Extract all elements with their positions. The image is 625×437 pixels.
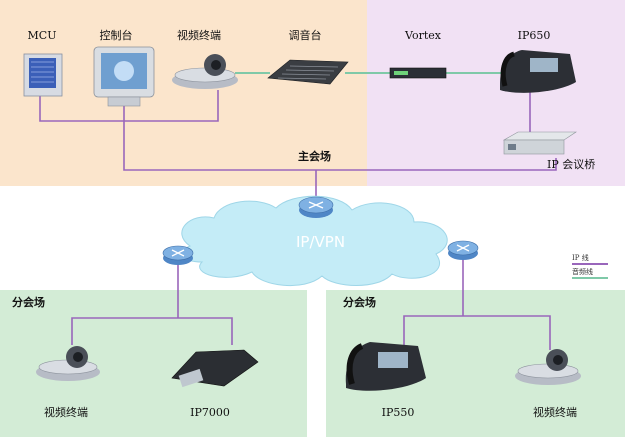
legend-audio-line-label: 音频线: [572, 268, 593, 276]
cloud-label: IP/VPN: [296, 233, 346, 251]
video-terminal-branch-right-label: 视频终端: [533, 406, 577, 419]
branch-left-title: 分会场: [12, 296, 45, 309]
router-left-icon: [162, 245, 194, 265]
ip-bridge-label: IP 会议桥: [547, 158, 596, 171]
console-monitor-icon: [93, 46, 155, 107]
mcu-label: MCU: [27, 29, 57, 42]
ip-lines-branch: [71, 258, 551, 350]
mcu-icon: [23, 53, 63, 97]
video-terminal-main-icon: [172, 54, 238, 89]
ip550-label: IP550: [381, 406, 415, 419]
legend-ip-line-label: IP 线: [572, 254, 589, 262]
router-right-icon: [447, 240, 479, 260]
ip-lines-main: [39, 90, 557, 200]
legend: IP 线 音频线: [572, 254, 608, 282]
branch-right-title: 分会场: [343, 296, 376, 309]
console-label: 控制台: [99, 29, 133, 42]
main-venue-title: 主会场: [298, 150, 331, 163]
video-terminal-main-label: 视频终端: [177, 29, 221, 42]
video-terminal-branch-left-label: 视频终端: [44, 406, 88, 419]
ip-bridge-icon: [502, 131, 577, 155]
mixer-icon: [267, 59, 349, 85]
router-main-icon: [298, 196, 334, 218]
vortex-label: Vortex: [405, 29, 441, 42]
ip7000-label: IP7000: [190, 406, 230, 419]
ip650-label: IP650: [517, 29, 551, 42]
ip550-phone-icon: [345, 342, 426, 391]
ip-vpn-cloud: [181, 195, 448, 287]
video-terminal-branch-right-icon: [515, 349, 581, 385]
video-terminal-branch-left-icon: [36, 346, 100, 381]
legend-ip-line-swatch: [572, 263, 608, 265]
legend-audio-line-swatch: [572, 277, 608, 279]
ip7000-icon: [171, 349, 259, 388]
ip650-phone-icon: [500, 50, 576, 93]
mixer-label: 调音台: [288, 29, 322, 42]
main-venue-right-zone: [367, 0, 625, 186]
vortex-icon: [389, 67, 447, 79]
